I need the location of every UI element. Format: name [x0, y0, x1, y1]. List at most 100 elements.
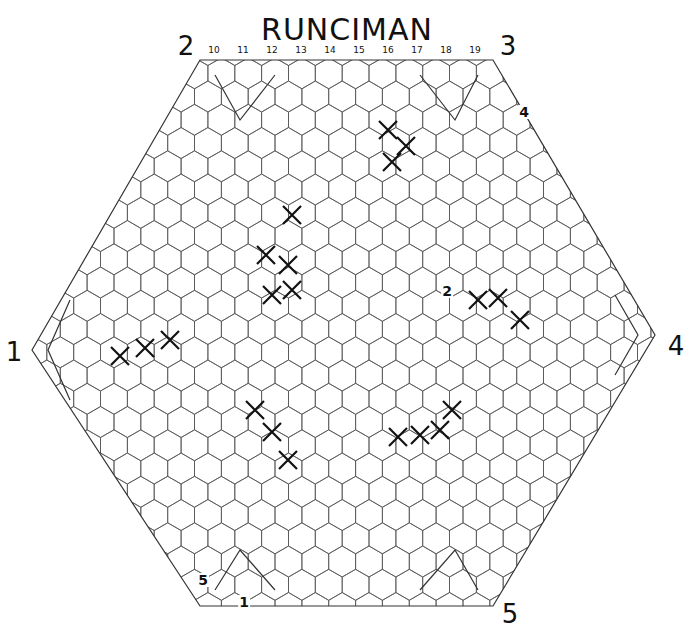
hex-cell	[356, 360, 383, 391]
hex-cell	[47, 337, 74, 368]
hex-cell	[651, 407, 678, 438]
hex-cell	[691, 569, 695, 600]
hex-cell	[114, 593, 141, 624]
hex-cell	[557, 523, 584, 554]
hex-cell	[87, 128, 114, 159]
hex-cell	[557, 11, 584, 42]
hex-cell	[691, 430, 695, 461]
hex-cell	[557, 244, 584, 275]
hex-cell	[195, 407, 222, 438]
hex-cell	[369, 58, 396, 89]
hex-cell	[0, 383, 20, 414]
hex-cell	[382, 360, 409, 391]
hex-cell	[262, 523, 289, 554]
hex-cell	[0, 546, 7, 577]
hex-cell	[638, 523, 665, 554]
home-marker	[215, 75, 275, 120]
hex-cell	[544, 546, 571, 577]
hex-cell	[517, 453, 544, 484]
hex-cell	[463, 546, 490, 577]
corner-number: 3	[500, 33, 517, 59]
hex-cell	[262, 151, 289, 182]
hex-cell	[195, 314, 222, 345]
hex-cell	[678, 500, 695, 531]
hex-cell	[208, 476, 235, 507]
hex-cell	[638, 569, 665, 600]
hex-cell	[101, 430, 128, 461]
hex-cell	[503, 476, 530, 507]
hex-cell	[195, 221, 222, 252]
hex-cell	[0, 476, 20, 507]
hex-cell	[584, 616, 611, 635]
hex-cell	[127, 476, 154, 507]
hex-cell	[168, 453, 195, 484]
hex-cell	[584, 383, 611, 414]
hex-cell	[60, 314, 87, 345]
hex-cell	[570, 128, 597, 159]
hex-cell	[74, 523, 101, 554]
hex-cell	[235, 244, 262, 275]
x-piece	[389, 428, 407, 446]
hex-cell	[74, 104, 101, 135]
hex-cell	[624, 35, 651, 66]
x-piece	[489, 289, 507, 307]
hex-cell	[47, 523, 74, 554]
hex-cell	[195, 174, 222, 205]
callout-number: 2	[441, 284, 453, 298]
hex-cell	[0, 197, 20, 228]
hex-cell	[409, 221, 436, 252]
hex-cell	[503, 430, 530, 461]
hex-cell	[342, 244, 369, 275]
hex-cell	[356, 500, 383, 531]
hex-cell	[691, 104, 695, 135]
hex-cell	[584, 58, 611, 89]
hex-cell	[235, 58, 262, 89]
hex-cell	[678, 128, 695, 159]
hex-cell	[221, 128, 248, 159]
hex-cell	[476, 197, 503, 228]
hex-cell	[0, 430, 20, 461]
hex-cell	[195, 593, 222, 624]
hex-cell	[127, 616, 154, 635]
hex-cell	[463, 360, 490, 391]
hex-cell	[678, 546, 695, 577]
hex-cell	[584, 197, 611, 228]
hex-cell	[315, 244, 342, 275]
hex-cell	[141, 81, 168, 112]
hex-cell	[87, 314, 114, 345]
hex-cell	[0, 407, 7, 438]
hex-cell	[638, 290, 665, 321]
hex-cell	[678, 453, 695, 484]
x-piece	[279, 451, 297, 469]
hex-cell	[7, 81, 34, 112]
hex-cell	[396, 523, 423, 554]
hex-cell	[20, 616, 47, 635]
hex-cell	[490, 221, 517, 252]
hex-cell	[47, 58, 74, 89]
hex-cell	[611, 58, 638, 89]
hex-cell	[275, 314, 302, 345]
coordinate-number: 12	[266, 46, 277, 55]
hex-cell	[114, 546, 141, 577]
hex-cell	[101, 58, 128, 89]
hex-cell	[476, 523, 503, 554]
hex-cell	[208, 523, 235, 554]
hex-cell	[248, 453, 275, 484]
hex-cell	[235, 337, 262, 368]
hex-cell	[315, 616, 342, 635]
hex-cell	[20, 104, 47, 135]
hex-cell	[302, 453, 329, 484]
home-marker	[615, 295, 638, 375]
x-piece	[279, 256, 297, 274]
hex-cell	[356, 221, 383, 252]
hex-cell	[463, 453, 490, 484]
hex-cell	[0, 104, 20, 135]
x-piece	[283, 281, 301, 299]
hex-cell	[47, 244, 74, 275]
hex-cell	[275, 360, 302, 391]
callout-number: 5	[197, 573, 209, 587]
hex-cell	[570, 593, 597, 624]
hex-cell	[315, 523, 342, 554]
hex-cell	[409, 360, 436, 391]
hex-cell	[74, 151, 101, 182]
